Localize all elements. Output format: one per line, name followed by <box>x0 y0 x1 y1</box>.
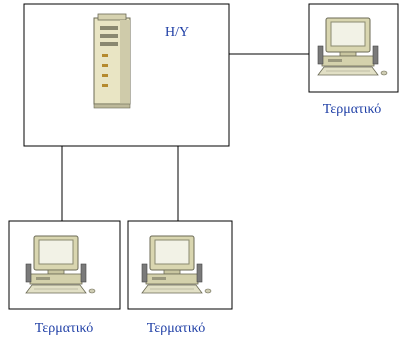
terminal-label-right: Τερματικό <box>323 102 381 117</box>
terminal-node-right <box>308 3 399 93</box>
server-label: H/Y <box>165 25 189 40</box>
terminal-node-left <box>8 220 121 310</box>
server-node: H/Y <box>23 3 230 147</box>
server-tower-icon <box>93 13 131 109</box>
terminal-node-middle <box>127 220 233 310</box>
terminal-label-left: Τερματικό <box>35 321 93 336</box>
terminal-label-middle: Τερματικό <box>147 321 205 336</box>
